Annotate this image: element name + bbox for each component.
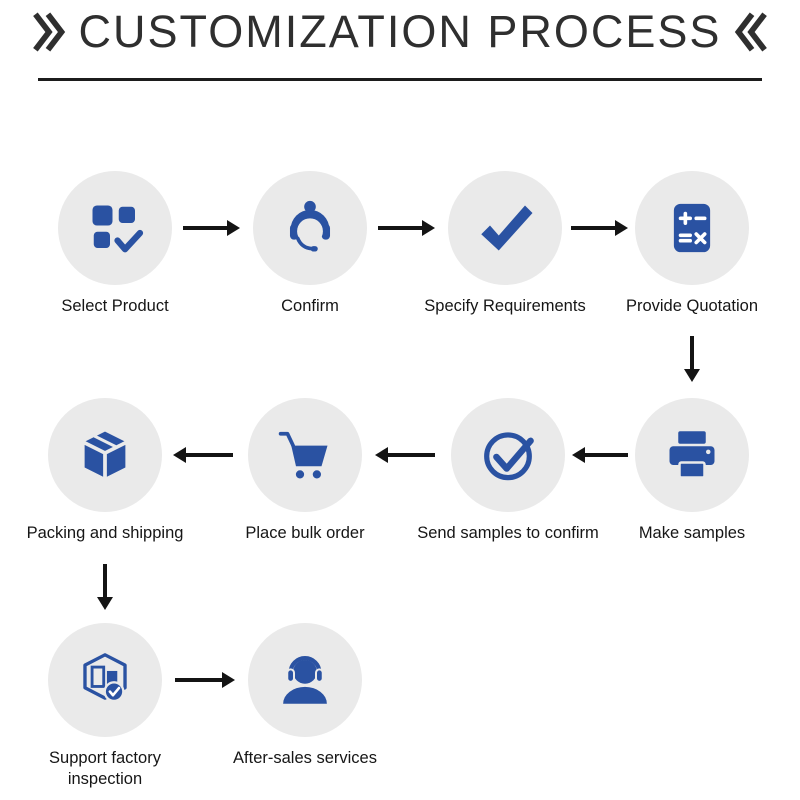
step-label: Place bulk order xyxy=(245,524,365,542)
step-confirm: Confirm xyxy=(210,171,410,317)
step-send-samples-to-confirm: Send samples to confirm xyxy=(408,398,608,544)
title-underline xyxy=(38,78,762,81)
step-circle xyxy=(58,171,172,285)
checkmark-icon xyxy=(481,205,533,251)
step-label: Select Product xyxy=(61,297,169,315)
step-circle xyxy=(48,623,162,737)
factory-inspection-icon xyxy=(83,653,127,703)
page-title: CUSTOMIZATION PROCESS xyxy=(78,6,722,57)
circle-check-icon xyxy=(484,432,534,481)
step-label: Confirm xyxy=(281,297,339,315)
step-circle xyxy=(248,623,362,737)
arrow-right xyxy=(183,226,227,230)
step-circle xyxy=(248,398,362,512)
right-double-chevron-icon xyxy=(735,12,768,52)
step-label: Specify Requirements xyxy=(424,297,586,315)
arrow-down xyxy=(690,336,694,369)
headset-support-icon xyxy=(283,656,327,704)
step-label: Support factory inspection xyxy=(49,749,161,788)
arrow-right xyxy=(571,226,615,230)
arrow-down xyxy=(103,564,107,597)
step-circle xyxy=(448,171,562,285)
step-circle xyxy=(48,398,162,512)
step-support-factory-inspection: Support factory inspection xyxy=(5,623,205,789)
step-label: Send samples to confirm xyxy=(417,524,599,542)
step-label: Packing and shipping xyxy=(26,524,184,542)
step-label: Make samples xyxy=(638,524,746,542)
step-circle xyxy=(451,398,565,512)
page-title-row: CUSTOMIZATION PROCESS xyxy=(0,6,800,58)
step-specify-requirements: Specify Requirements xyxy=(405,171,605,317)
printer-icon xyxy=(669,431,715,479)
step-after-sales-services: After-sales services xyxy=(205,623,405,769)
step-label: Provide Quotation xyxy=(625,297,759,315)
step-packing-and-shipping: Packing and shipping xyxy=(5,398,205,544)
customer-service-agent-icon xyxy=(289,200,331,252)
product-grid-check-icon xyxy=(92,205,144,253)
step-place-bulk-order: Place bulk order xyxy=(205,398,405,544)
step-select-product: Select Product xyxy=(15,171,215,317)
left-double-chevron-icon xyxy=(32,12,65,52)
arrow-left xyxy=(585,453,628,457)
arrow-left xyxy=(186,453,233,457)
step-circle xyxy=(635,398,749,512)
step-label: After-sales services xyxy=(233,749,377,767)
shopping-cart-icon xyxy=(278,431,328,479)
calculator-icon xyxy=(673,203,711,253)
step-circle xyxy=(635,171,749,285)
step-provide-quotation: Provide Quotation xyxy=(592,171,792,317)
arrow-right xyxy=(378,226,422,230)
package-box-icon xyxy=(82,429,128,479)
step-make-samples: Make samples xyxy=(592,398,792,544)
arrow-right xyxy=(175,678,222,682)
step-circle xyxy=(253,171,367,285)
arrow-left xyxy=(388,453,435,457)
